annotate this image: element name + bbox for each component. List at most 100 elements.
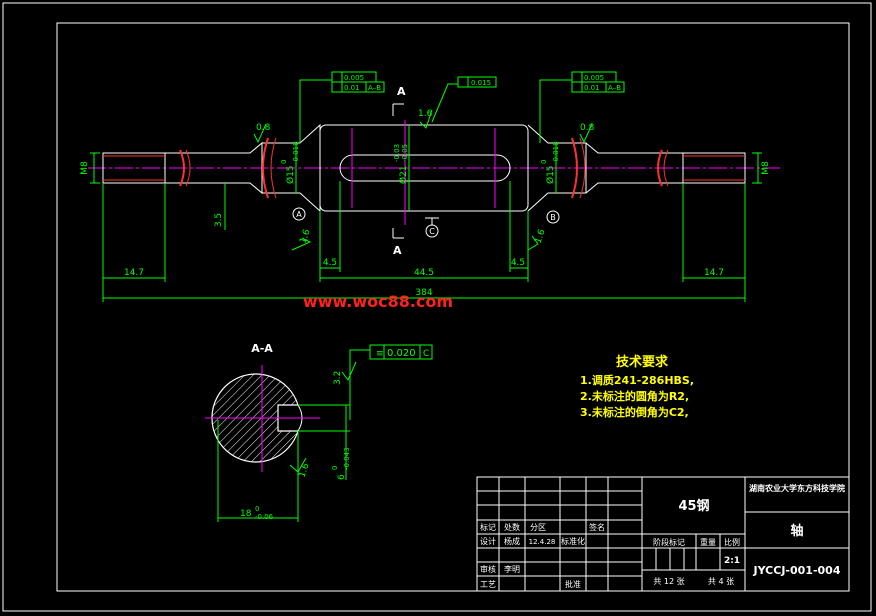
tol-left-row2: 0.01 xyxy=(344,84,360,92)
datum-B-label: B xyxy=(550,213,556,222)
title-block-grid xyxy=(476,476,850,592)
dim-center: Ø21 xyxy=(398,165,409,184)
tol-left-datum: A–B xyxy=(368,84,381,92)
dim-len-total: 384 xyxy=(415,288,432,298)
roughness-2: 1.6 xyxy=(298,228,312,245)
dim-gap-right: 4.5 xyxy=(511,258,525,268)
roughness-marks: 0.8 1.6 1.6 0.8 1.6 xyxy=(253,109,595,251)
symmetry-icon: ≡ xyxy=(376,349,384,359)
section-cut-markers: A A xyxy=(392,85,406,257)
right-break-line xyxy=(657,149,663,187)
tb-design-name: 杨成 xyxy=(504,536,520,546)
tb-label-mark: 标记 xyxy=(480,522,496,532)
right-journal-break-2 xyxy=(579,137,586,199)
section-title: A-A xyxy=(251,342,273,355)
left-break-line-2 xyxy=(185,149,191,187)
tb-label-count: 处数 xyxy=(504,522,520,532)
right-shaft-segment xyxy=(585,142,683,194)
roughness-5: 1.6 xyxy=(533,228,547,245)
dim-journal-left-tol-low: -0.018 xyxy=(292,141,300,164)
tb-scale: 2:1 xyxy=(724,556,740,566)
roughness-4: 0.8 xyxy=(580,123,595,133)
dim-gap-left: 4.5 xyxy=(323,258,337,268)
tol-section-value: 0.020 xyxy=(387,348,416,359)
dim-step: 3.5 xyxy=(214,213,224,227)
tb-total-sheets: 共 12 张 xyxy=(653,577,684,586)
tolerance-frame-right: 0.005 0.01 A–B xyxy=(571,71,625,93)
dim-len-right: 14.7 xyxy=(704,268,724,278)
keyway-slot xyxy=(339,154,511,182)
roughness-3: 1.6 xyxy=(418,109,433,119)
left-break-line xyxy=(179,149,185,187)
dim-journal-right-tol-up: 0 xyxy=(540,160,548,164)
center-body xyxy=(319,124,529,212)
tol-left-row1: 0.005 xyxy=(344,74,364,82)
datum-symbols: A B C xyxy=(292,207,560,238)
dim-key-width-tol-low: -0.043 xyxy=(343,447,351,470)
watermark: www.woc88.com xyxy=(303,292,453,311)
dim-key-width-tol-up: 0 xyxy=(331,466,339,470)
dim-journal-right: Ø15 xyxy=(545,165,556,184)
title-block-text: 45钢 湖南农业大学东方科技学院 轴 JYCCJ-001-004 比例 2:1 … xyxy=(480,483,845,589)
right-journal xyxy=(527,124,587,212)
inner-border xyxy=(56,22,850,592)
left-journal-break-2 xyxy=(270,137,277,199)
dim-center-tol-up: -0.03 xyxy=(393,144,401,162)
tb-material: 45钢 xyxy=(678,498,709,514)
dim-len-left: 14.7 xyxy=(124,268,144,278)
tol-section-datum: C xyxy=(423,349,429,359)
section-mark-top: A xyxy=(397,85,406,98)
dim-key-depth: 18 xyxy=(240,509,252,519)
datum-A-circle xyxy=(292,207,306,221)
tol-right-row1: 0.005 xyxy=(584,74,604,82)
tb-scale-label: 比例 xyxy=(724,537,740,547)
tech-requirements: 技术要求 1.调质241-286HBS, 2.未标注的圆角为R2, 3.未标注的… xyxy=(580,354,694,419)
tech-item-3: 3.未标注的倒角为C2, xyxy=(580,405,689,419)
dim-key-width: 6 xyxy=(337,474,347,480)
tb-school: 湖南农业大学东方科技学院 xyxy=(749,483,845,493)
roughness-1: 0.8 xyxy=(256,123,271,133)
left-thread-body xyxy=(102,152,166,184)
dim-center-tol-low: -0.05 xyxy=(401,144,409,162)
tech-item-2: 2.未标注的圆角为R2, xyxy=(580,389,689,403)
tolerance-frame-middle: 0.015 xyxy=(457,76,497,88)
dim-thread-right: M8 xyxy=(761,161,771,175)
tb-review-name: 李明 xyxy=(504,564,520,574)
tech-title: 技术要求 xyxy=(616,354,669,370)
section-mark-bottom: A xyxy=(393,244,402,257)
dim-thread-left: M8 xyxy=(80,161,90,175)
section-view xyxy=(205,365,320,472)
right-thread-body xyxy=(682,152,746,184)
tol-middle-row1: 0.015 xyxy=(471,79,491,87)
dimension-lines xyxy=(90,79,762,420)
tb-part-name: 轴 xyxy=(790,523,803,539)
tb-sheet-no: 共 4 张 xyxy=(708,577,734,586)
tb-process-label: 工艺 xyxy=(480,580,496,589)
datum-C-label: C xyxy=(429,227,435,236)
tol-right-row2: 0.01 xyxy=(584,84,600,92)
tb-review-label: 审核 xyxy=(480,564,496,574)
right-journal-break-1 xyxy=(571,137,578,199)
tb-weight-label: 重量 xyxy=(700,537,716,547)
tb-standard-label: 标准化 xyxy=(561,536,585,546)
roughness-6: 3.2 xyxy=(333,371,343,385)
left-journal-break-1 xyxy=(262,137,269,199)
tb-stage-label: 阶段标记 xyxy=(653,537,685,547)
dim-key-depth-tol-up: 0 xyxy=(255,505,259,513)
tb-label-sign: 签名 xyxy=(589,522,605,532)
tb-approve-label: 批准 xyxy=(565,579,581,589)
datum-A-label: A xyxy=(296,210,302,219)
tech-item-1: 1.调质241-286HBS, xyxy=(580,373,694,387)
dim-key-depth-tol-low: -0.06 xyxy=(255,513,274,521)
tb-drawing-no: JYCCJ-001-004 xyxy=(753,564,841,577)
section-dims xyxy=(217,344,433,522)
tolerance-frame-left: 0.005 0.01 A–B xyxy=(331,71,385,93)
right-break-line-2 xyxy=(663,149,669,187)
dim-len-center: 44.5 xyxy=(414,268,434,278)
dim-journal-right-tol-low: -0.018 xyxy=(552,141,560,164)
tol-right-datum: A–B xyxy=(608,84,621,92)
roughness-7: 1.6 xyxy=(297,462,311,479)
dim-journal-left: Ø15 xyxy=(285,165,296,184)
